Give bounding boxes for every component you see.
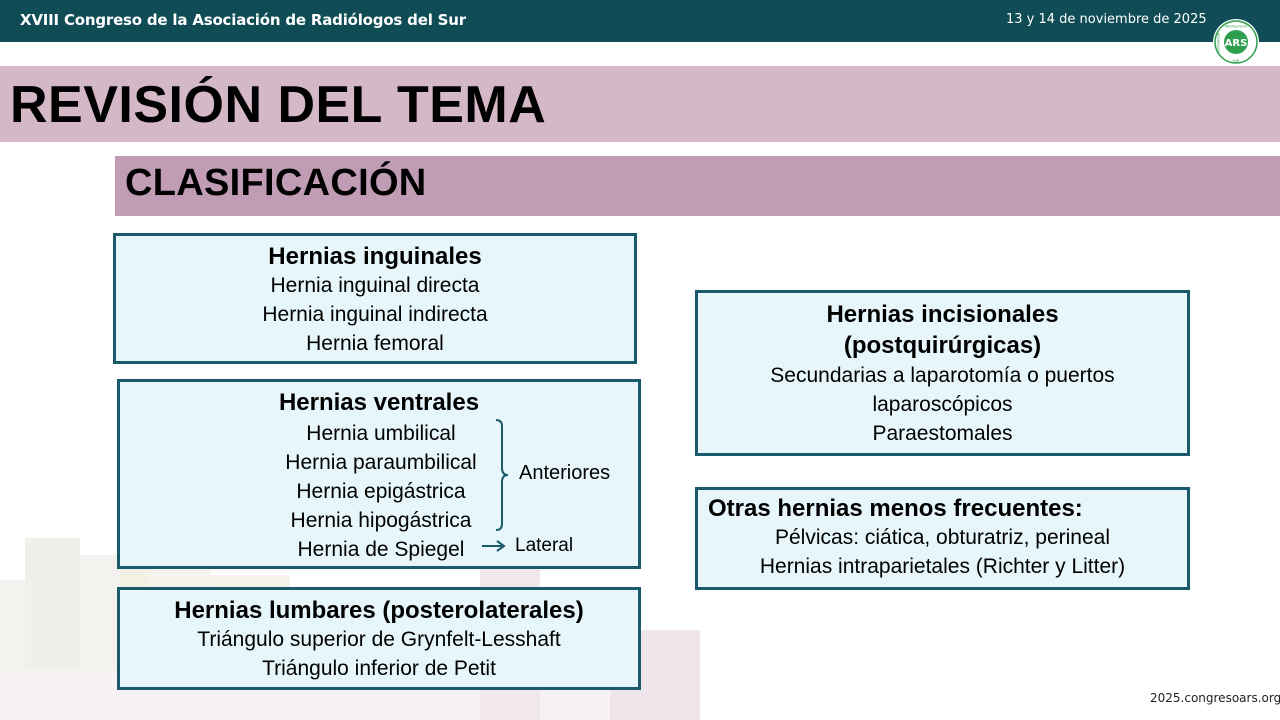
ventral-item: Hernia paraumbilical — [285, 451, 477, 474]
incisional-heading-line1: Hernias incisionales — [826, 301, 1059, 328]
lumbar-item: Triángulo inferior de Petit — [262, 657, 496, 680]
header-bar — [0, 0, 1280, 42]
title-band — [0, 66, 1280, 142]
inguinal-item: Hernia inguinal indirecta — [262, 303, 488, 326]
ars-logo: ARS RADIOLOGOS SUR ASOCIACION — [1213, 19, 1259, 65]
inguinal-heading: Hernias inguinales — [268, 243, 482, 270]
logo-ring-bottom: SUR — [1233, 59, 1241, 63]
footer-url: 2025.congresoars.org — [1150, 691, 1280, 705]
inguinal-box: Hernias inguinales Hernia inguinal direc… — [113, 233, 637, 364]
subtitle-band — [115, 156, 1280, 216]
inguinal-item: Hernia femoral — [306, 332, 444, 355]
lumbar-heading: Hernias lumbares (posterolaterales) — [174, 597, 584, 624]
logo-center-text: ARS — [1225, 38, 1248, 49]
lumbar-item: Triángulo superior de Grynfelt-Lesshaft — [197, 628, 561, 651]
incisional-box: Hernias incisionales (postquirúrgicas) S… — [695, 290, 1190, 456]
incisional-heading-line2: (postquirúrgicas) — [843, 332, 1042, 359]
logo-ring-top: RADIOLOGOS — [1225, 25, 1248, 29]
section-subtitle: CLASIFICACIÓN — [125, 162, 427, 204]
ventral-item: Hernia de Spiegel — [297, 538, 465, 561]
incisional-item: Paraestomales — [872, 422, 1013, 445]
ventral-heading: Hernias ventrales — [278, 389, 480, 416]
ventral-box: Hernias ventrales Hernia umbilical Herni… — [117, 379, 641, 569]
congress-date: 13 y 14 de noviembre de 2025 — [1006, 12, 1207, 27]
incisional-item: laparoscópicos — [872, 393, 1013, 416]
ventral-item: Hernia umbilical — [306, 422, 456, 445]
page-title: REVISIÓN DEL TEMA — [10, 76, 547, 134]
logo-ring-left: ASOCIACION — [1217, 32, 1221, 53]
congress-title: XVIII Congreso de la Asociación de Radió… — [20, 11, 466, 29]
incisional-item: Secundarias a laparotomía o puertos — [770, 364, 1115, 387]
lumbar-box: Hernias lumbares (posterolaterales) Triá… — [117, 587, 641, 690]
other-item: Pélvicas: ciática, obturatriz, perineal — [775, 526, 1110, 549]
other-box: Otras hernias menos frecuentes: Pélvicas… — [695, 487, 1190, 590]
arrow-right-icon — [482, 540, 506, 552]
anterior-brace — [495, 419, 509, 531]
other-item: Hernias intraparietales (Richter y Litte… — [759, 555, 1126, 578]
inguinal-item: Hernia inguinal directa — [270, 274, 480, 297]
lateral-label: Lateral — [515, 535, 574, 556]
ventral-item: Hernia hipogástrica — [290, 509, 472, 532]
ventral-item: Hernia epigástrica — [296, 480, 466, 503]
other-heading: Otras hernias menos frecuentes: — [708, 495, 1083, 522]
anterior-label: Anteriores — [519, 462, 611, 484]
